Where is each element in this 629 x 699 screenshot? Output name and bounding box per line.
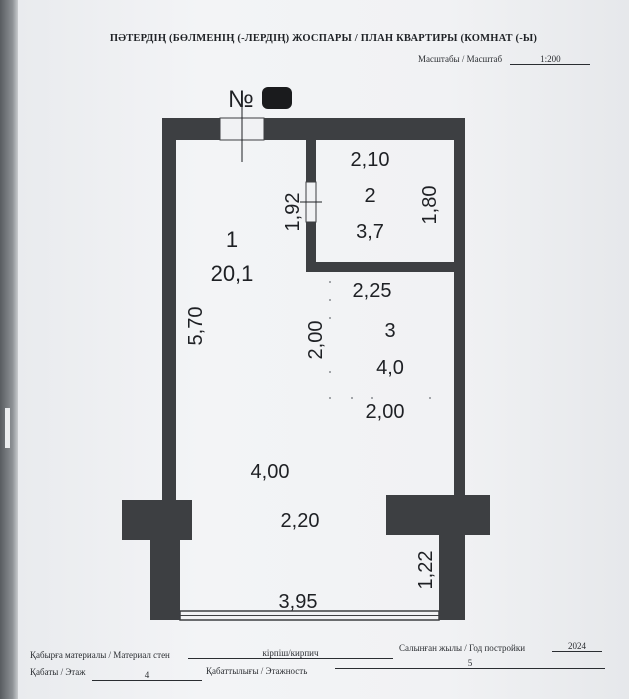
- room-2-number: 2: [364, 185, 375, 207]
- wall-material-value: кірпіш/кирпич: [188, 648, 393, 659]
- floor-value: 4: [92, 670, 202, 681]
- redacted-number-icon: [262, 87, 292, 109]
- room-3-number: 3: [384, 320, 395, 342]
- year-built-label: Салынған жылы / Год постройки: [399, 643, 526, 653]
- floor-label: Қабаты / Этаж: [30, 667, 86, 677]
- scan-edge: [0, 0, 18, 699]
- floors-total-label: Қабаттылығы / Этажность: [206, 666, 308, 676]
- pier-left: [122, 500, 192, 540]
- wall-left: [162, 118, 176, 620]
- pier-right: [386, 495, 490, 535]
- wall-material-label: Қабырға материалы / Материал стен: [30, 650, 170, 660]
- scale-row: Масштабы / Масштаб 1:200: [418, 54, 591, 65]
- year-built-value: 2024: [552, 641, 602, 652]
- room-1-area: 20,1: [211, 261, 254, 286]
- loggia-depth: 1,22: [415, 551, 437, 590]
- room-2-area: 3,7: [356, 221, 384, 243]
- loggia-length: 2,20: [281, 510, 320, 532]
- scale-value: 1:200: [510, 54, 591, 65]
- document-title: ПӘТЕРДІҢ (БӨЛМЕНІҢ (-ЛЕРДІҢ) ЖОСПАРЫ / П…: [109, 33, 538, 44]
- room-2-height-left: 1,92: [282, 193, 304, 232]
- room-1-number: 1: [226, 227, 238, 252]
- loggia-width: 3,95: [279, 591, 318, 613]
- wall-room2-bottom: [306, 262, 456, 272]
- room-1-width: 4,00: [251, 461, 290, 483]
- scale-label: Масштабы / Масштаб: [418, 54, 503, 64]
- dotted-partition: [329, 281, 431, 399]
- room-3-width-top: 2,25: [353, 280, 392, 302]
- room-2-height-right: 1,80: [419, 186, 441, 225]
- room-3-height: 2,00: [305, 321, 327, 360]
- wall-right: [454, 118, 465, 620]
- pier-right-stem: [439, 535, 465, 620]
- document-sheet: ПӘТЕРДІҢ (БӨЛМЕНІҢ (-ЛЕРДІҢ) ЖОСПАРЫ / П…: [18, 0, 629, 699]
- overall-height: 5,70: [185, 307, 207, 346]
- wall-top: [162, 118, 465, 140]
- room-2-width: 2,10: [351, 149, 390, 171]
- floors-total-value: 5: [335, 658, 605, 669]
- pier-left-stem: [150, 540, 180, 620]
- plan-number-label: №: [228, 86, 254, 113]
- room-3-area: 4,0: [376, 357, 404, 379]
- room-3-width-bottom: 2,00: [366, 401, 405, 423]
- paper-tab: [5, 408, 10, 448]
